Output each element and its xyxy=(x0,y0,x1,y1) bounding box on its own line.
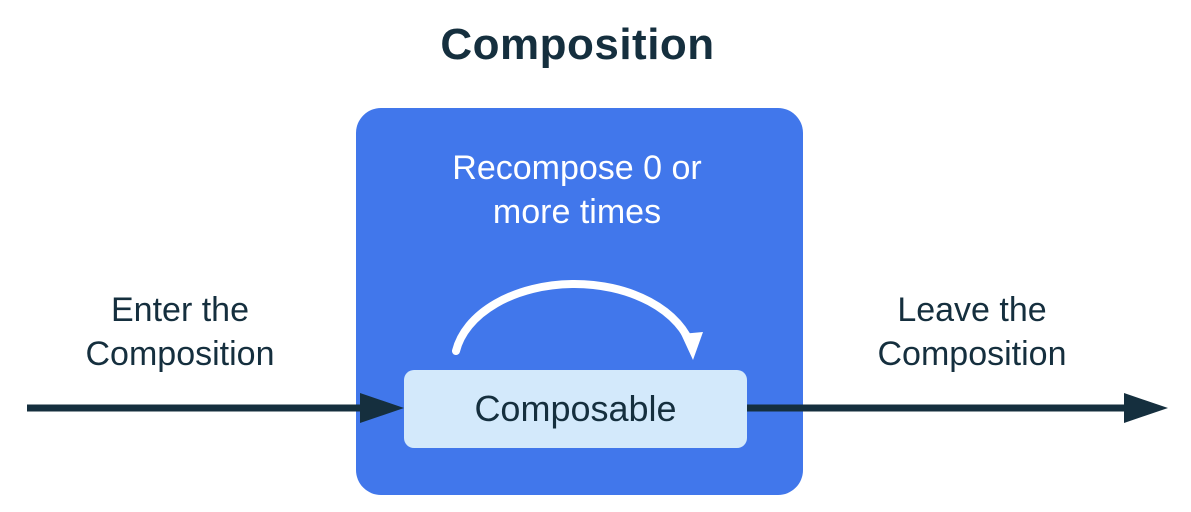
enter-arrow xyxy=(27,393,404,423)
composable-label: Composable xyxy=(474,388,677,429)
recompose-label: Recompose 0 or more times xyxy=(452,149,702,231)
leave-arrowhead-icon xyxy=(1124,393,1168,423)
composable-box: Composable xyxy=(404,370,747,448)
leave-composition-label: Leave the Composition xyxy=(877,291,1067,373)
diagram-title: Composition xyxy=(440,20,715,69)
leave-arrow xyxy=(747,393,1168,423)
enter-composition-label: Enter the Composition xyxy=(85,291,275,373)
